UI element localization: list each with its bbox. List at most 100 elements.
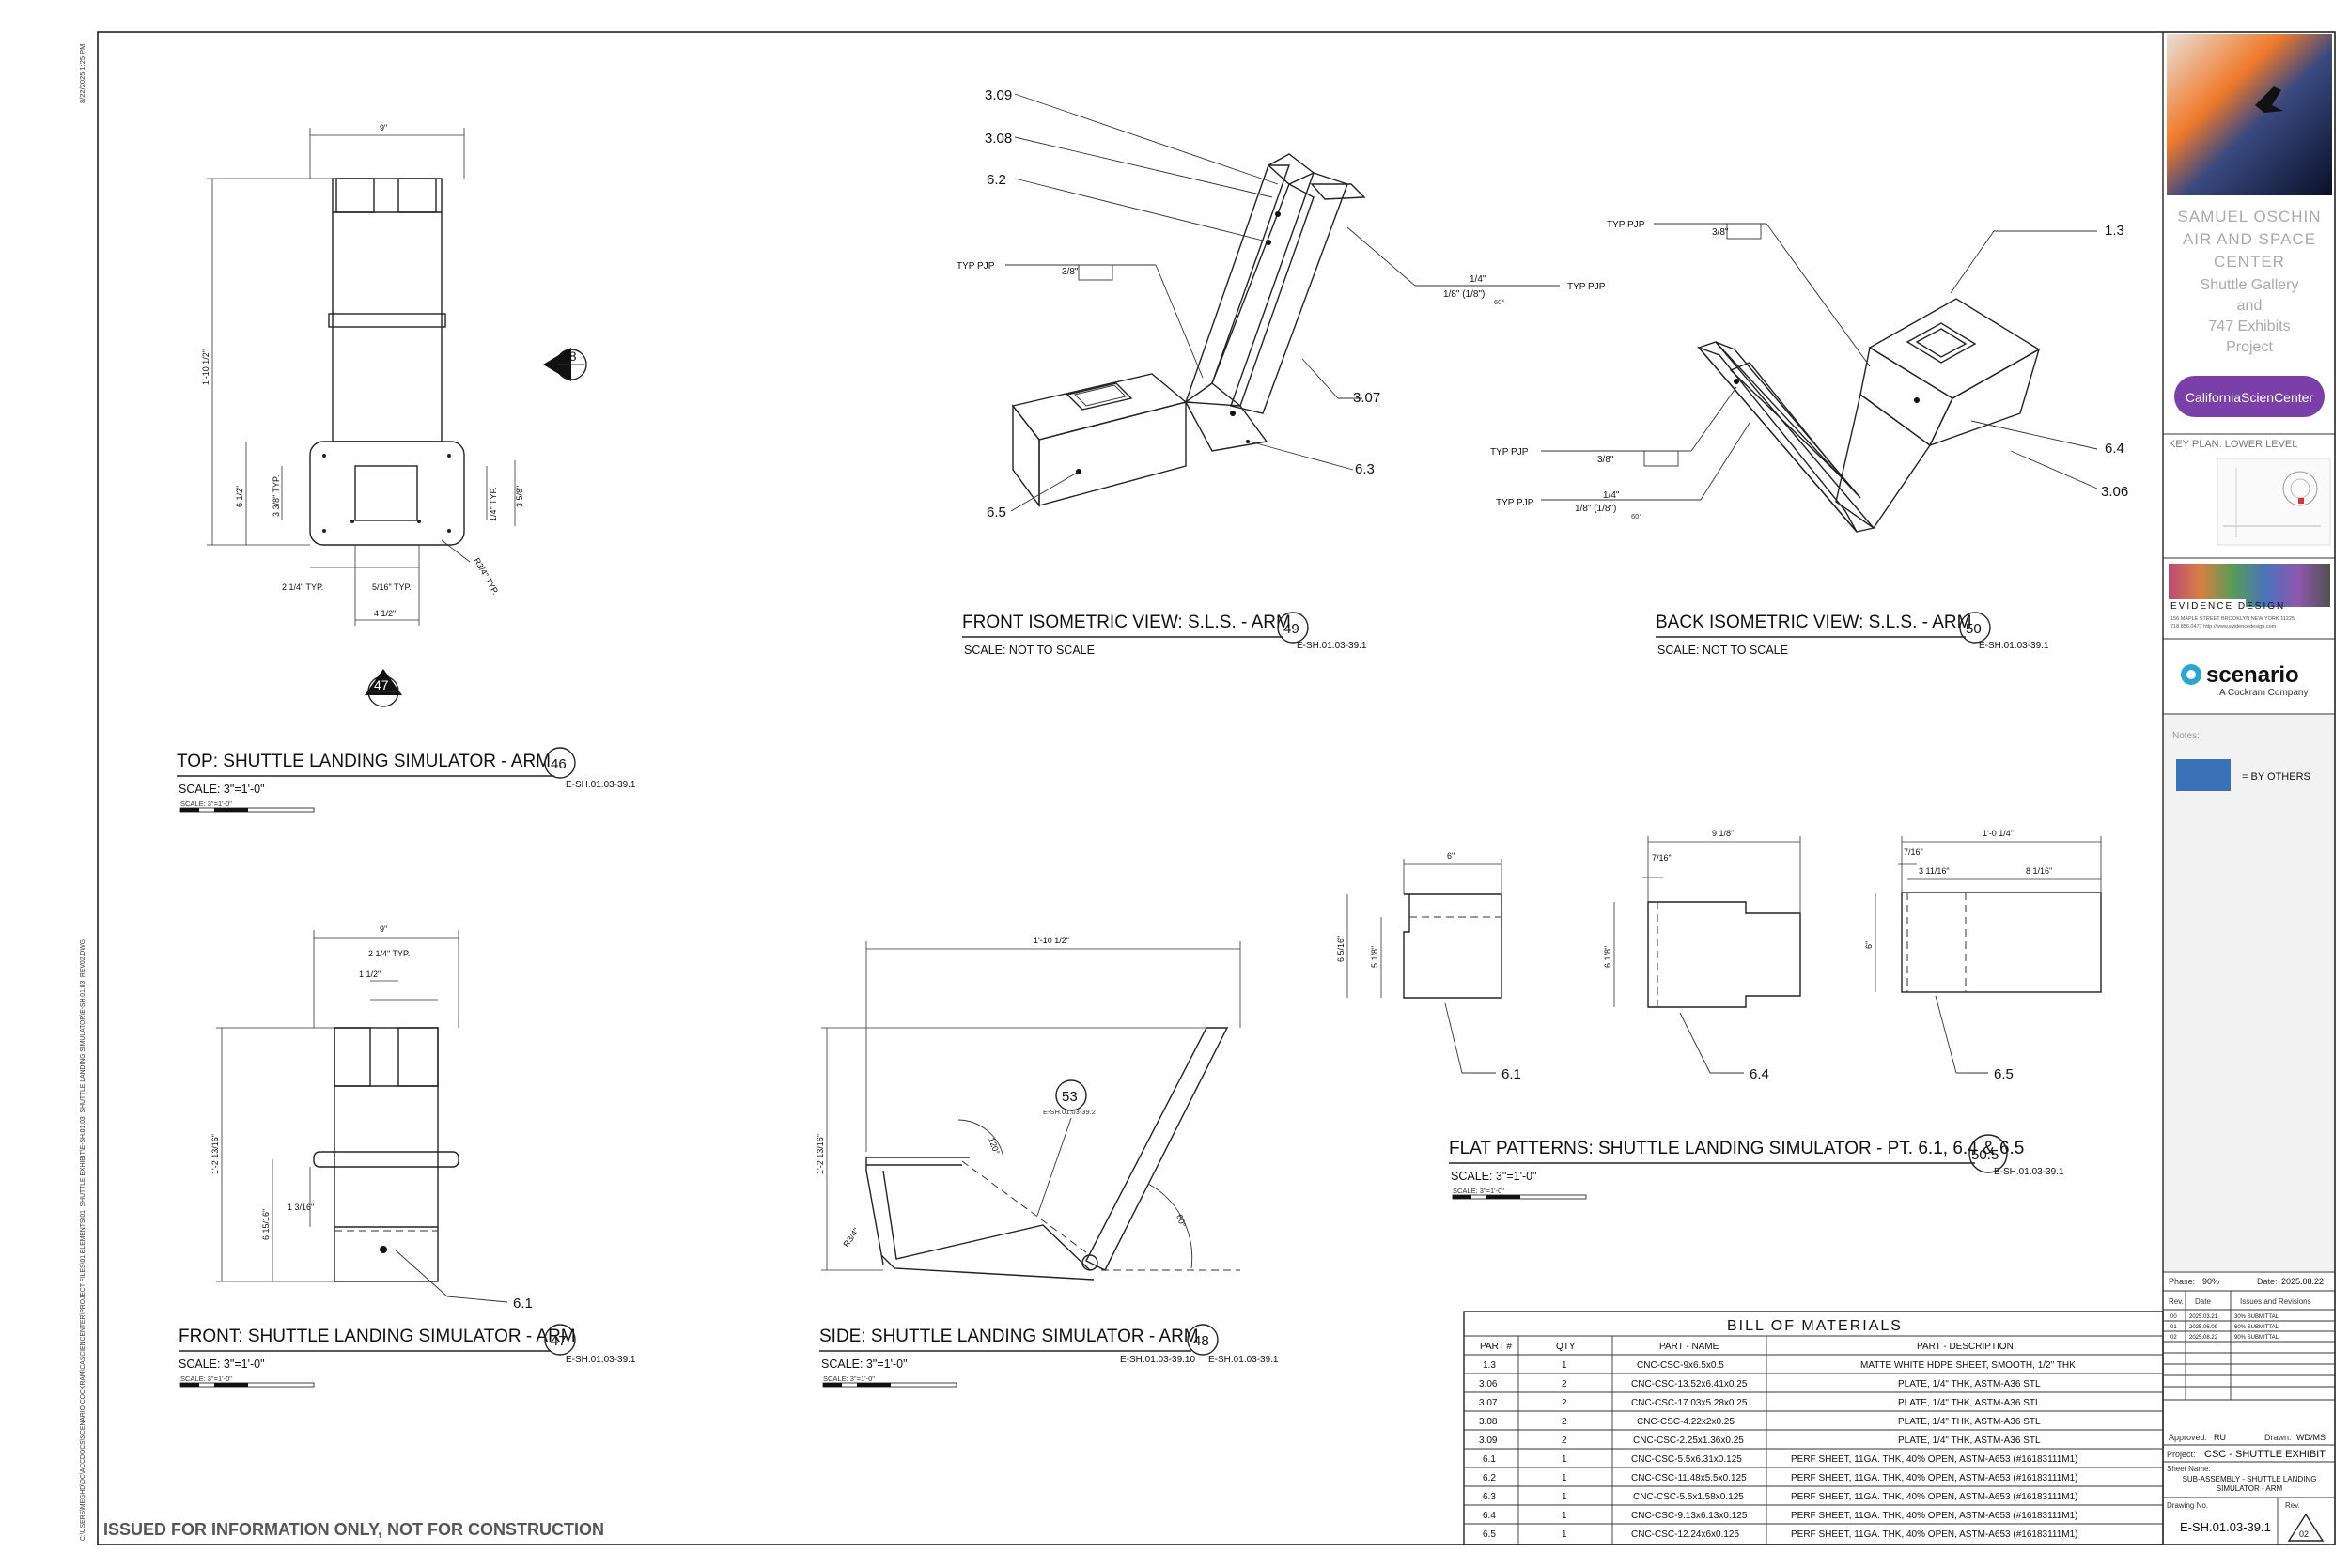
bom-cell: 3.07: [1479, 1398, 1498, 1408]
rev-label: Rev.: [2285, 1501, 2300, 1510]
flat65-dim-6: 6": [1864, 941, 1874, 949]
rev-cell: 2025.06.09: [2189, 1325, 2218, 1330]
phase-label: Phase:: [2169, 1277, 2195, 1286]
project-name-line-2: AIR AND SPACE: [2183, 230, 2316, 248]
flat-label-65: 6.5: [1994, 1066, 2014, 1082]
top-dim-214: 2 1/4" TYP.: [282, 582, 323, 592]
side-view-scale-bar-label: SCALE: 3"=1'-0": [823, 1374, 875, 1383]
top-dim-65: 6 1/2": [235, 486, 244, 507]
bom-cell: PLATE, 1/4" THK, ASTM-A36 STL: [1898, 1379, 2041, 1389]
front-dim-61516: 6 15/16": [261, 1209, 271, 1240]
bom-cell: PERF SHEET, 11GA. THK, 40% OPEN, ASTM-A6…: [1791, 1511, 2078, 1521]
key-plan-map: [2217, 458, 2331, 546]
bom-cell: 1: [1562, 1511, 1567, 1521]
flat64-dim-918: 9 1/8": [1712, 829, 1734, 838]
disclaimer-text: ISSUED FOR INFORMATION ONLY, NOT FOR CON…: [103, 1520, 604, 1539]
bom-cell: 6.3: [1483, 1492, 1496, 1502]
flat61-dim-6516: 6 5/16": [1336, 936, 1346, 962]
table-row: 6.1 1 CNC-CSC-5.5x6.31x0.125 PERF SHEET,…: [1483, 1454, 2078, 1465]
top-dim-radius: R3/4" TYP.: [472, 556, 500, 597]
bom-cell: 6.4: [1483, 1511, 1496, 1521]
back-iso-weld-18: 1/8" (1/8"): [1575, 504, 1616, 514]
front-iso-label-63: 6.3: [1355, 461, 1375, 477]
shuttle-image: [2167, 34, 2332, 195]
table-row: 6.2 1 CNC-CSC-11.48x5.5x0.125 PERF SHEET…: [1483, 1473, 2078, 1483]
section-marker-48: 48: [543, 348, 587, 381]
bom-header-name: PART - NAME: [1659, 1342, 1719, 1352]
side-detail-number: 53: [1062, 1089, 1078, 1105]
flat-pattern-61: 6" 6 5/16" 5 1/8" 6.1: [1336, 851, 1521, 1082]
bom-cell: CNC-CSC-5.5x1.58x0.125: [1633, 1492, 1744, 1502]
side-view-title-block: SIDE: SHUTTLE LANDING SIMULATOR - ARM 48…: [819, 1324, 1279, 1388]
table-row: 6.5 1 CNC-CSC-12.24x6x0.125 PERF SHEET, …: [1483, 1529, 2078, 1540]
side-dim-120: 120°: [987, 1136, 1002, 1156]
section-marker-48-number: 48: [562, 349, 577, 364]
rev-cell: 2025.03.21: [2189, 1314, 2218, 1320]
bom-cell: CNC-CSC-9x6.5x0.5: [1637, 1360, 1724, 1371]
front-view-title: FRONT: SHUTTLE LANDING SIMULATOR - ARM: [179, 1327, 576, 1346]
front-iso-sheet-ref: E-SH.01.03-39.1: [1297, 641, 1367, 651]
bom-cell: 6.1: [1483, 1454, 1496, 1465]
bom-rows: 1.3 1 CNC-CSC-9x6.5x0.5 MATTE WHITE HDPE…: [1464, 1360, 2163, 1540]
bom-cell: PLATE, 1/4" THK, ASTM-A36 STL: [1898, 1436, 2041, 1446]
bom-cell: 2: [1562, 1379, 1567, 1389]
bom-cell: MATTE WHITE HDPE SHEET, SMOOTH, 1/2" THK: [1860, 1360, 2076, 1371]
bom-cell: 1: [1562, 1473, 1567, 1483]
front-iso-scale: SCALE: NOT TO SCALE: [964, 644, 1095, 657]
back-iso-weld-38-1: 3/8": [1712, 227, 1729, 238]
table-row: 1.3 1 CNC-CSC-9x6.5x0.5 MATTE WHITE HDPE…: [1483, 1360, 2076, 1371]
flat-label-64: 6.4: [1750, 1066, 1769, 1082]
back-iso-weld-pjp-3: TYP PJP: [1496, 498, 1534, 508]
date-value: 2025.08.22: [2281, 1277, 2324, 1286]
table-row: 3.09 2 CNC-CSC-2.25x1.36x0.25 PLATE, 1/4…: [1479, 1436, 2041, 1446]
front-iso-label-309: 3.09: [985, 87, 1012, 103]
front-view-scale-bar-label: SCALE: 3"=1'-0": [180, 1374, 232, 1383]
drawing-no: E-SH.01.03-39.1: [2180, 1520, 2271, 1534]
date-label: Date:: [2257, 1277, 2278, 1286]
front-dim-height: 1'-2 13/16": [210, 1134, 220, 1174]
front-view-drawing: 9" 2 1/4" TYP. 1 1/2" 1'-2 13/16" 6 15/1…: [210, 924, 533, 1312]
flat65-dim-716: 7/16": [1904, 847, 1923, 857]
bom-cell: 3.09: [1479, 1436, 1498, 1446]
sheet-name-label: Sheet Name:: [2167, 1465, 2211, 1473]
bom-cell: 1: [1562, 1360, 1567, 1371]
bom-cell: PERF SHEET, 11GA. THK, 40% OPEN, ASTM-A6…: [1791, 1529, 2078, 1540]
notes-label: Notes:: [2172, 731, 2200, 741]
project-sub-line-1: Shuttle Gallery: [2201, 277, 2299, 293]
by-others-legend-text: = BY OTHERS: [2242, 771, 2310, 783]
notes-panel: [2164, 715, 2334, 1271]
evidence-address: 156 MAPLE STREET BROOKLYN NEW YORK 11225: [2170, 616, 2295, 622]
rev-header-issues: Issues and Revisions: [2240, 1297, 2311, 1306]
bom-cell: CNC-CSC-11.48x5.5x0.125: [1631, 1473, 1747, 1483]
bom-cell: 1: [1562, 1492, 1567, 1502]
front-iso-title: FRONT ISOMETRIC VIEW: S.L.S. - ARM: [962, 613, 1291, 632]
drawing-no-label: Drawing No.: [2167, 1501, 2208, 1510]
front-iso-label-62: 6.2: [987, 172, 1006, 188]
drawn-label: Drawn:: [2264, 1433, 2292, 1442]
side-view-sheet-ref: E-SH.01.03-39.1: [1208, 1355, 1279, 1365]
rev-cell: 60% SUBMITTAL: [2234, 1325, 2279, 1330]
top-dim-412: 4 1/2": [374, 609, 396, 618]
flat-pattern-64: 9 1/8" 7/16" 6 1/8" 6.4: [1603, 829, 1801, 1082]
top-view-title-block: TOP: SHUTTLE LANDING SIMULATOR - ARM 46 …: [177, 747, 636, 813]
front-dim-1316: 1 3/16": [288, 1203, 314, 1212]
project-value: CSC - SHUTTLE EXHIBIT: [2204, 1449, 2326, 1460]
rev-cell: 90% SUBMITTAL: [2234, 1335, 2279, 1341]
top-dim-width: 9": [380, 123, 387, 132]
rev-cell: 02: [2170, 1335, 2177, 1341]
back-iso-scale: SCALE: NOT TO SCALE: [1657, 644, 1788, 657]
timestamp-text: 8/22/2025 1:25 PM: [78, 44, 86, 103]
back-iso-weld-14: 1/4": [1603, 490, 1620, 501]
side-view-drawing: 1'-10 1/2" 1'-2 13/16" 120° 60° R3/4" 53…: [816, 936, 1241, 1281]
evidence-name: EVIDENCE DESIGN: [2170, 601, 2285, 612]
front-iso-weld-60: 60°: [1494, 298, 1504, 306]
drawn-value: WD/MS: [2296, 1433, 2326, 1442]
back-iso-weld-pjp-2: TYP PJP: [1490, 447, 1529, 458]
front-dim-width: 9": [380, 924, 387, 934]
table-row: 3.08 2 CNC-CSC-4.22x2x0.25 PLATE, 1/4" T…: [1479, 1417, 2041, 1427]
top-view-sheet-ref: E-SH.01.03-39.1: [566, 780, 636, 790]
back-iso-drawing: 1.3 6.4 3.06 TYP PJP 3/8" TYP PJP 3/8" T…: [1490, 220, 2128, 533]
rev-value: 02: [2299, 1529, 2309, 1539]
evidence-contact: 718.856.0477 http://www.evidencedesign.c…: [2170, 624, 2277, 629]
bom-cell: PLATE, 1/4" THK, ASTM-A36 STL: [1898, 1398, 2041, 1408]
